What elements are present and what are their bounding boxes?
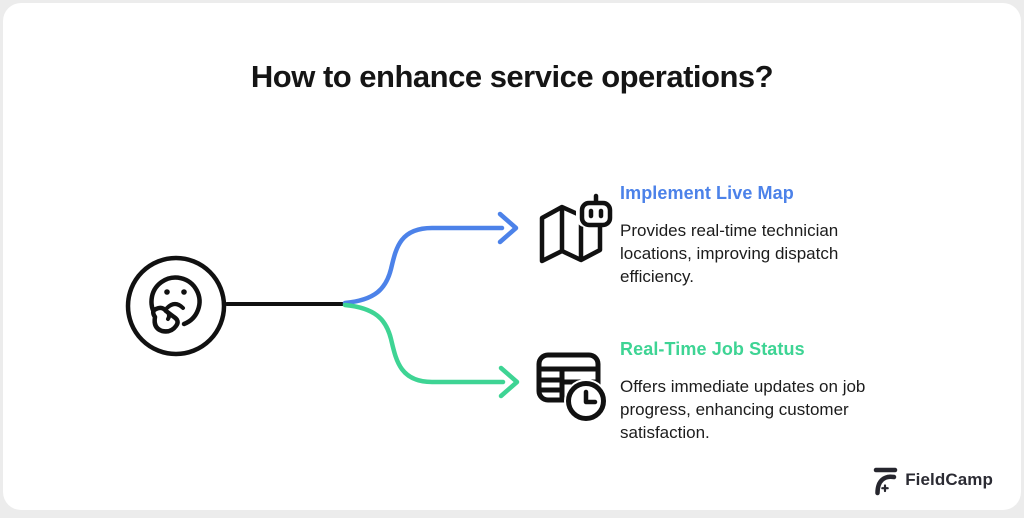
branch-connectors bbox=[225, 211, 520, 399]
branch-live-map: Implement Live Map Provides real-time te… bbox=[620, 183, 912, 288]
branch-line-blue bbox=[342, 225, 505, 306]
branch-arrowhead-blue bbox=[497, 211, 519, 245]
fieldcamp-logo: FieldCamp bbox=[872, 464, 993, 496]
map-robot-icon bbox=[539, 193, 613, 264]
branch-arrowhead-green bbox=[498, 365, 520, 399]
page-title: How to enhance service operations? bbox=[250, 59, 774, 94]
thinking-face-icon bbox=[125, 255, 227, 357]
branch-job-status: Real-Time Job Status Offers immediate up… bbox=[620, 339, 912, 444]
branch-line-green bbox=[342, 302, 506, 385]
branch-description-live-map: Provides real-time technician locations,… bbox=[620, 221, 839, 287]
branch-description-job-status: Offers immediate updates on job progress… bbox=[620, 377, 866, 443]
fieldcamp-logo-text: FieldCamp bbox=[905, 470, 993, 489]
branch-heading-live-map: Implement Live Map bbox=[620, 183, 794, 203]
branch-heading-job-status: Real-Time Job Status bbox=[620, 339, 805, 359]
fieldcamp-logo-icon bbox=[873, 467, 898, 496]
infographic-card: How to enhance service operations? bbox=[3, 3, 1021, 510]
table-clock-icon bbox=[536, 352, 608, 423]
